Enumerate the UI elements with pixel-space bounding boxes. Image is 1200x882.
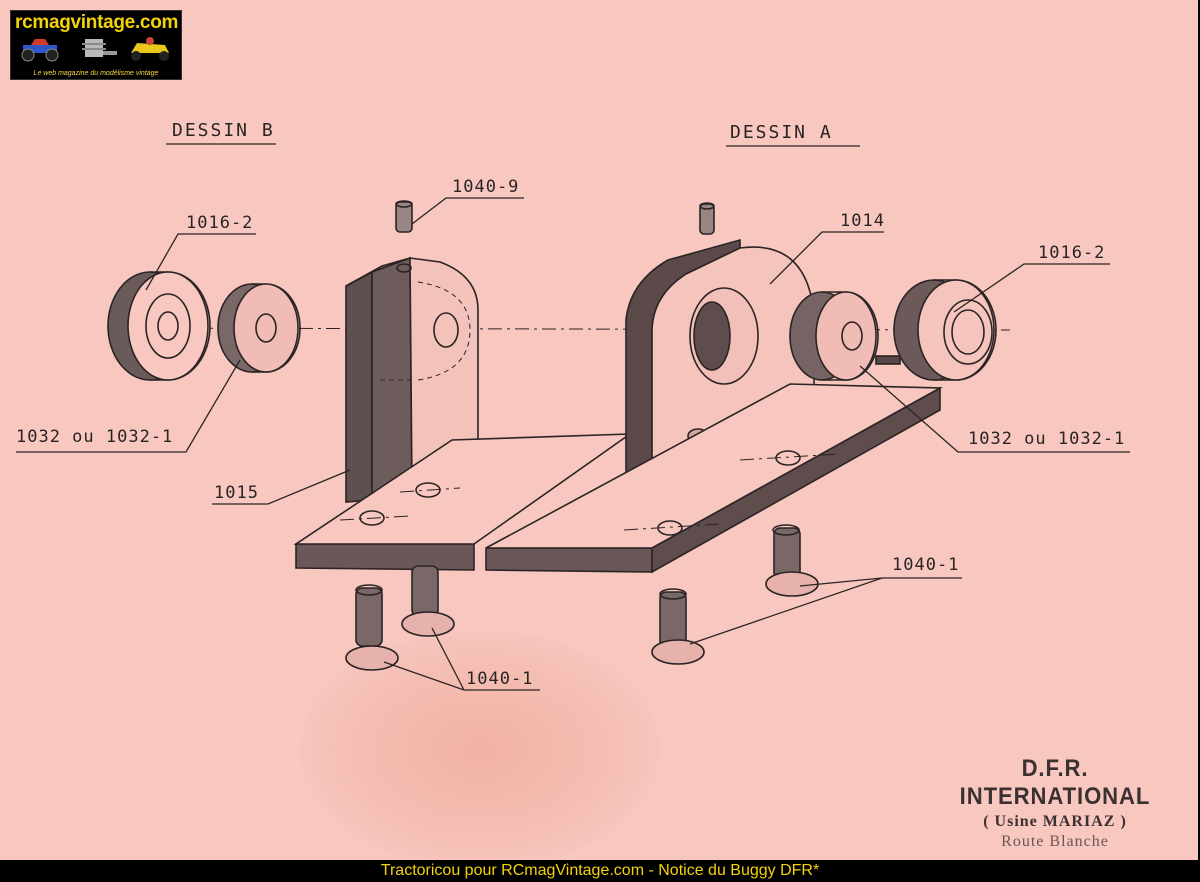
heading-dessin-b: DESSIN B xyxy=(172,120,275,141)
label-a-1040-1: 1040-1 xyxy=(892,555,959,575)
leader-b-1015 xyxy=(212,469,351,505)
label-a-1016-2: 1016-2 xyxy=(1038,243,1105,263)
pin-a xyxy=(699,202,715,235)
footer-caption: Tractoricou pour RCmagVintage.com - Noti… xyxy=(0,860,1200,882)
stamp-subtitle: ( Usine MARIAZ ) xyxy=(983,813,1127,830)
leader-b-1040-1b xyxy=(431,627,465,691)
leader-b-1016-2 xyxy=(145,233,256,291)
leader-b-1032 xyxy=(16,359,241,453)
bearing-cup-b-1016-2 xyxy=(107,271,211,381)
leader-a-1014 xyxy=(769,231,884,285)
company-stamp: D.F.R. INTERNATIONAL ( Usine MARIAZ ) Ro… xyxy=(915,755,1195,851)
stamp-company: D.F.R. INTERNATIONAL xyxy=(959,755,1151,810)
engine-icon xyxy=(82,39,117,57)
label-a-1032: 1032 ou 1032-1 xyxy=(968,429,1125,449)
leader-pin-1040-9 xyxy=(411,197,524,225)
buggy-icon xyxy=(21,39,59,62)
logo-artwork xyxy=(21,37,169,62)
label-b-1032: 1032 ou 1032-1 xyxy=(16,427,173,447)
screws-a-1040-1 xyxy=(651,524,819,665)
label-pin-1040-9: 1040-9 xyxy=(452,177,519,197)
base-plate-a xyxy=(485,383,943,574)
stamp-address: Route Blanche xyxy=(1001,833,1109,850)
label-a-1014: 1014 xyxy=(840,211,885,231)
leader-a-1040-1b xyxy=(799,577,883,587)
leader-a-1040-1a xyxy=(689,577,962,645)
kart-icon xyxy=(131,37,169,61)
label-b-1040-1: 1040-1 xyxy=(466,669,533,689)
upright-b-1015 xyxy=(345,256,479,503)
leader-a-1016-2 xyxy=(953,263,1110,313)
scanned-sheet: rcmagvintage.com Le web magazine du xyxy=(0,0,1200,860)
logo-title: rcmagvintage.com xyxy=(15,12,179,33)
heading-dessin-a: DESSIN A xyxy=(730,122,833,143)
label-b-1015: 1015 xyxy=(214,483,259,503)
exploded-assembly-diagram: DESSIN B DESSIN A xyxy=(16,120,1130,691)
spacer-b-1032 xyxy=(217,283,301,373)
screws-b-1040-1 xyxy=(345,565,455,671)
leader-a-1032 xyxy=(859,365,1130,453)
label-b-1016-2: 1016-2 xyxy=(186,213,253,233)
spacer-a-1032 xyxy=(789,291,879,381)
logo-tagline: Le web magazine du modélisme vintage xyxy=(33,70,159,77)
pin-1040-9 xyxy=(395,200,413,233)
site-logo[interactable]: rcmagvintage.com Le web magazine du xyxy=(10,10,182,80)
bearing-cup-a-1016-2 xyxy=(875,279,997,381)
